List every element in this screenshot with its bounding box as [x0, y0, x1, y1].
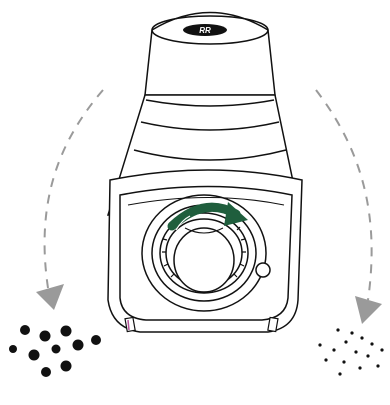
right-dashed-arrow-icon — [316, 90, 382, 324]
brand-logo-text: RR — [199, 26, 211, 35]
base-tab-right — [268, 317, 278, 331]
brand-logo: RR — [183, 24, 227, 36]
fine-grind-dots-icon — [318, 328, 383, 375]
burr-center — [174, 228, 234, 292]
left-dashed-arrow-icon — [36, 90, 103, 310]
coarse-grind-dots-icon — [9, 325, 101, 377]
base-tab-left — [125, 317, 135, 331]
release-knob-icon — [256, 263, 270, 277]
